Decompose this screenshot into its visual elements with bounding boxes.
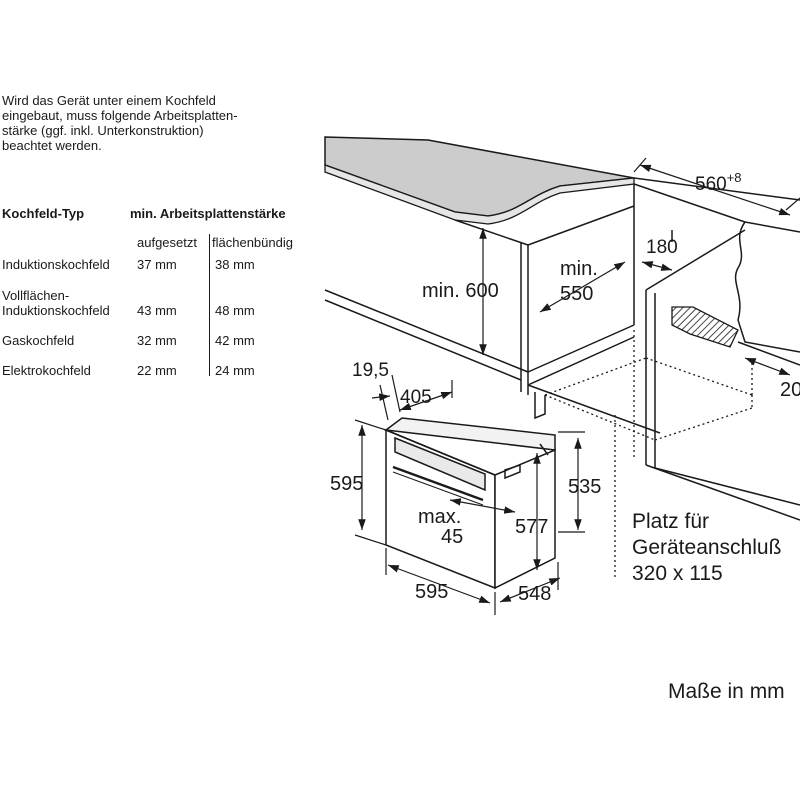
connection-note-line2: Geräteanschluß: [632, 536, 781, 559]
label-cabinet-height: min. 600: [422, 280, 499, 302]
table-row-type: Elektrokochfeld: [2, 363, 91, 378]
table-row-type: Vollflächen- Induktionskochfeld: [2, 288, 110, 318]
units-note: Maße in mm: [668, 680, 785, 703]
dimension-lines: [354, 157, 800, 615]
vent-slot: [671, 306, 739, 348]
oven-appliance: [384, 417, 556, 590]
table-subheader-mounted: aufgesetzt: [137, 235, 197, 250]
label-niche-height-min: min.: [560, 258, 598, 280]
label-inner-height: 577: [515, 516, 548, 538]
table-row-flush: 48 mm: [215, 303, 255, 318]
label-rear-height: 535: [568, 476, 601, 498]
label-panel-angle-max: max.: [418, 506, 461, 528]
table-header-thickness: min. Arbeitsplattenstärke: [130, 206, 286, 221]
installation-note: Wird das Gerät unter einem Kochfeld eing…: [2, 93, 238, 153]
connection-note-line1: Platz für: [632, 510, 709, 533]
label-niche-width: 560+8: [695, 170, 742, 195]
table-row-flush: 38 mm: [215, 257, 255, 272]
table-row-flush: 24 mm: [215, 363, 255, 378]
table-subheader-flush: flächenbündig: [212, 235, 293, 250]
table-row-mounted: 43 mm: [137, 303, 177, 318]
label-niche-height-value: 550: [560, 283, 593, 305]
table-row-mounted: 37 mm: [137, 257, 177, 272]
label-front-offset: 19,5: [352, 360, 389, 381]
label-depth-405: 405: [400, 387, 432, 408]
label-panel-angle-value: 45: [441, 526, 463, 548]
label-vent-depth: 180: [646, 237, 678, 258]
table-row-type: Induktionskochfeld: [2, 257, 110, 272]
label-appliance-depth: 548: [518, 583, 551, 605]
table-row-flush: 42 mm: [215, 333, 255, 348]
connection-note-line3: 320 x 115: [632, 562, 723, 585]
table-column-divider: [209, 234, 210, 376]
label-side-cut: 20: [780, 379, 800, 401]
label-appliance-width: 595: [415, 581, 448, 603]
label-appliance-height: 595: [330, 473, 363, 495]
worktop-slab-top: [324, 136, 635, 217]
connection-zone-outline: [544, 330, 753, 580]
table-header-hob-type: Kochfeld-Typ: [2, 206, 85, 221]
table-row-type: Gaskochfeld: [2, 333, 75, 348]
table-row-mounted: 32 mm: [137, 333, 177, 348]
table-row-mounted: 22 mm: [137, 363, 177, 378]
side-cabinet: [633, 177, 800, 521]
